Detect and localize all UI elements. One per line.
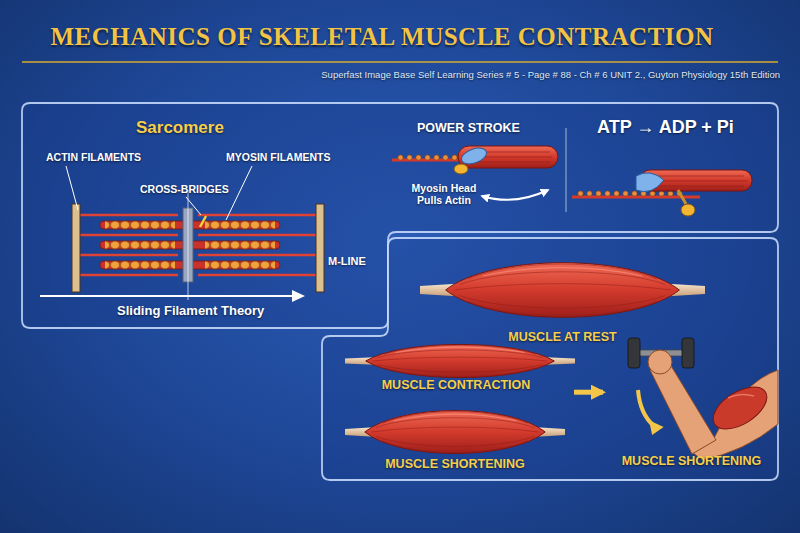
- arm-figure: MUSCLE SHORTENING: [605, 335, 778, 475]
- part-label: Myosin Head Pulls Actin: [403, 182, 485, 206]
- part-label: CROSS-BRIDGES: [140, 183, 229, 195]
- muscle-illustration: [420, 263, 705, 318]
- arm-illustration: [628, 338, 640, 368]
- muscle-panel: [322, 238, 778, 480]
- part-label: POWER STROKE: [417, 121, 520, 135]
- panel-outline: [22, 103, 778, 328]
- figure-label: MUSCLE AT REST: [415, 330, 710, 344]
- arm-illustration: [648, 350, 672, 374]
- arm-illustration: [682, 338, 694, 368]
- arm-illustration: [644, 416, 663, 435]
- panel-heading: Sarcomere: [136, 118, 224, 138]
- title-rule: [22, 61, 778, 63]
- figure-label: MUSCLE SHORTENING: [605, 454, 778, 468]
- source-note: Superfast Image Base Self Learning Serie…: [312, 68, 780, 81]
- muscle-figure: MUSCLE CONTRACTION: [340, 340, 572, 398]
- part-label: Sliding Filament Theory: [117, 303, 264, 318]
- figure-label: MUSCLE CONTRACTION: [340, 378, 572, 392]
- figure-label: MUSCLE SHORTENING: [340, 457, 570, 471]
- muscle-illustration: [345, 263, 705, 454]
- arm-illustration: [628, 338, 778, 460]
- arm-illustration: [638, 350, 684, 356]
- arm-illustration: [650, 364, 716, 454]
- diagram-title: MECHANICS OF SKELETAL MUSCLE CONTRACTION: [0, 23, 764, 51]
- arm-illustration: [728, 394, 754, 398]
- arm-illustration: [692, 370, 778, 460]
- muscle-figure: MUSCLE AT REST: [415, 258, 710, 350]
- arm-illustration: [706, 379, 774, 438]
- flow-arrow: [574, 390, 603, 395]
- part-label: MYOSIN FILAMENTS: [226, 151, 330, 163]
- part-label: ATP → ADP + Pi: [597, 117, 734, 138]
- muscle-illustration: [345, 344, 575, 377]
- part-label: ACTIN FILAMENTS: [46, 151, 141, 163]
- arm-illustration: [638, 390, 654, 426]
- part-label: M-LINE: [328, 255, 366, 267]
- muscle-illustration: [345, 411, 565, 454]
- muscle-figure: MUSCLE SHORTENING: [340, 405, 570, 473]
